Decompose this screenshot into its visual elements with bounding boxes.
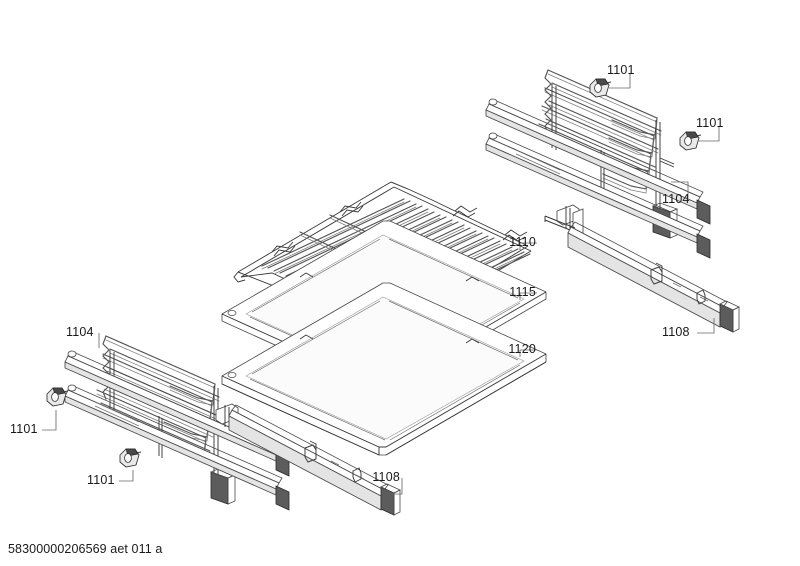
part-retaining-knob-right [679,131,702,151]
label-1115: 1115 [509,285,536,299]
part-telescopic-rail-right [567,221,740,333]
leader-1104-right [671,181,689,199]
label-1101-upper-right: 1101 [607,63,635,77]
leader-1101-left [42,410,57,431]
label-1120: 1120 [508,342,536,356]
part-number-labels: 1101 1101 1104 1110 1115 1120 1108 1104 … [10,63,724,487]
label-1108-left: 1108 [372,470,400,484]
label-1101-left: 1101 [10,422,38,436]
part-retaining-knob-upper-right [589,78,612,98]
leader-lines [42,74,720,495]
part-guide-rail-bars-left [64,350,290,511]
leader-1110 [519,242,537,250]
part-baking-tray-deep [221,282,547,456]
part-guide-rail-bars-right [485,98,711,259]
part-telescopic-rail-left [228,404,401,516]
document-footer-code: 58300000206569 aet 011 a [8,542,162,556]
part-retaining-knob-left [46,387,69,407]
leader-1101-upper-right [609,74,631,89]
label-1104-right: 1104 [662,192,690,206]
part-retaining-knob-lower-left [119,448,142,468]
leader-1115 [519,292,537,300]
label-1108-right: 1108 [662,325,690,339]
leader-1101-right [699,127,720,142]
label-1101-right: 1101 [696,116,724,130]
label-1104-left: 1104 [66,325,94,339]
label-1110: 1110 [509,235,536,249]
leader-1108-left [392,478,403,495]
label-1101-lower-left: 1101 [87,473,115,487]
leader-1120 [519,349,537,357]
leader-1101-lower-left [119,470,134,482]
leader-1108-right [697,318,715,334]
